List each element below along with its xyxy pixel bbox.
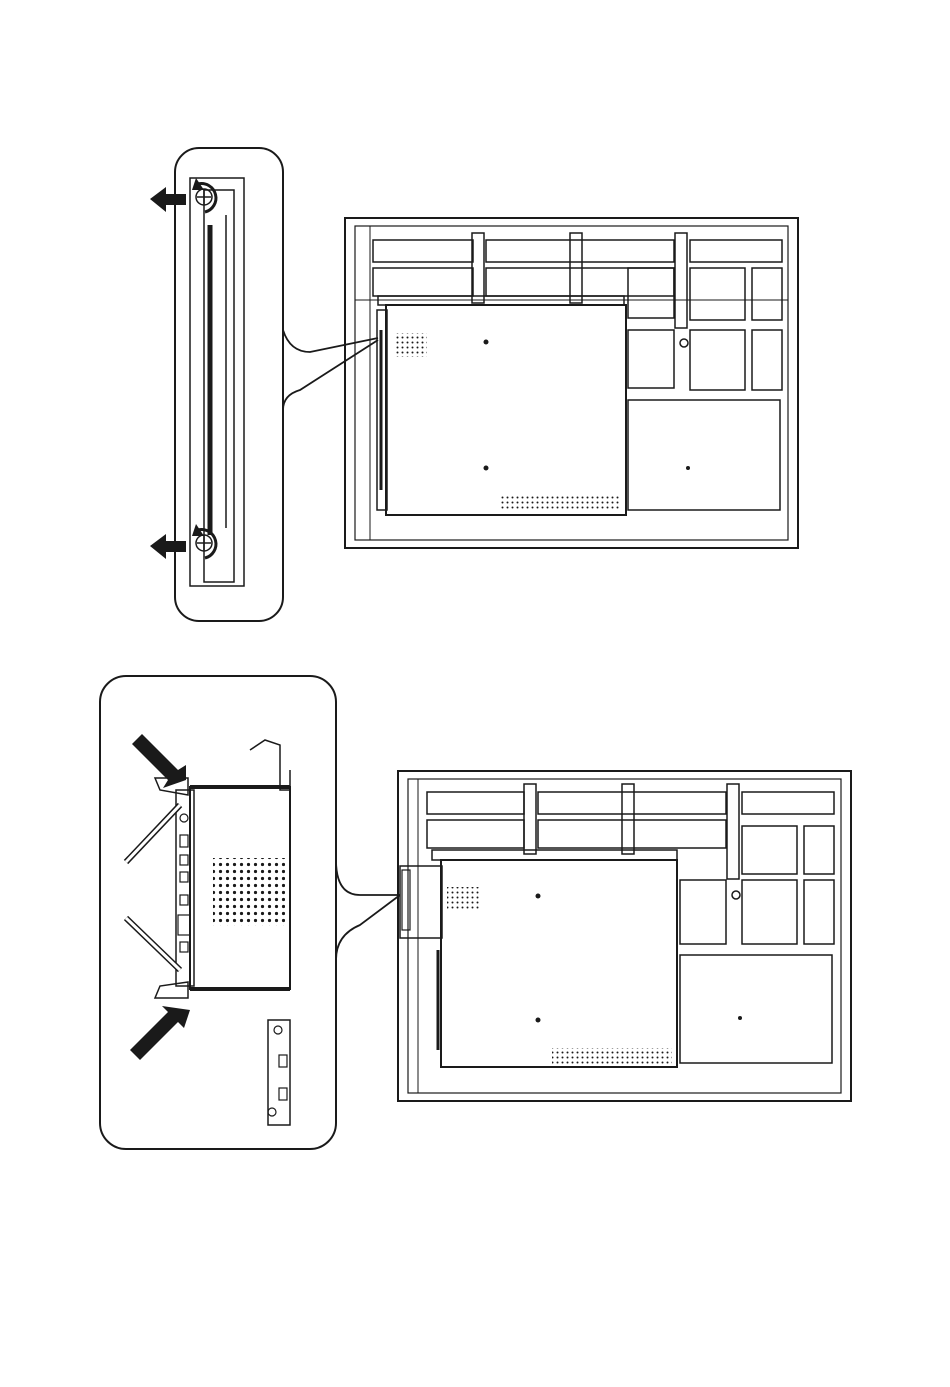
ops-module-inserting: [400, 866, 442, 938]
screw-icon: [196, 189, 212, 205]
port-icon: [180, 942, 188, 952]
figure-remove-module: [150, 148, 798, 621]
zoom-callout-box: [175, 148, 283, 621]
pull-arrow-icon: [150, 187, 186, 212]
antenna-icon: [126, 805, 180, 862]
module-side-panel: [190, 178, 244, 586]
port-icon: [180, 835, 188, 847]
module-handle: [155, 982, 188, 998]
screw-icon: [196, 535, 212, 551]
figure-insert-module: [100, 676, 851, 1149]
push-arrow-icon: [132, 734, 186, 788]
antenna-icon: [126, 918, 180, 970]
port-icon: [180, 855, 188, 865]
port-icon: [178, 915, 190, 935]
pull-arrow-icon: [150, 534, 186, 559]
port-icon: [180, 872, 188, 882]
port-icon: [180, 895, 188, 905]
push-arrow-icon: [130, 1006, 190, 1060]
